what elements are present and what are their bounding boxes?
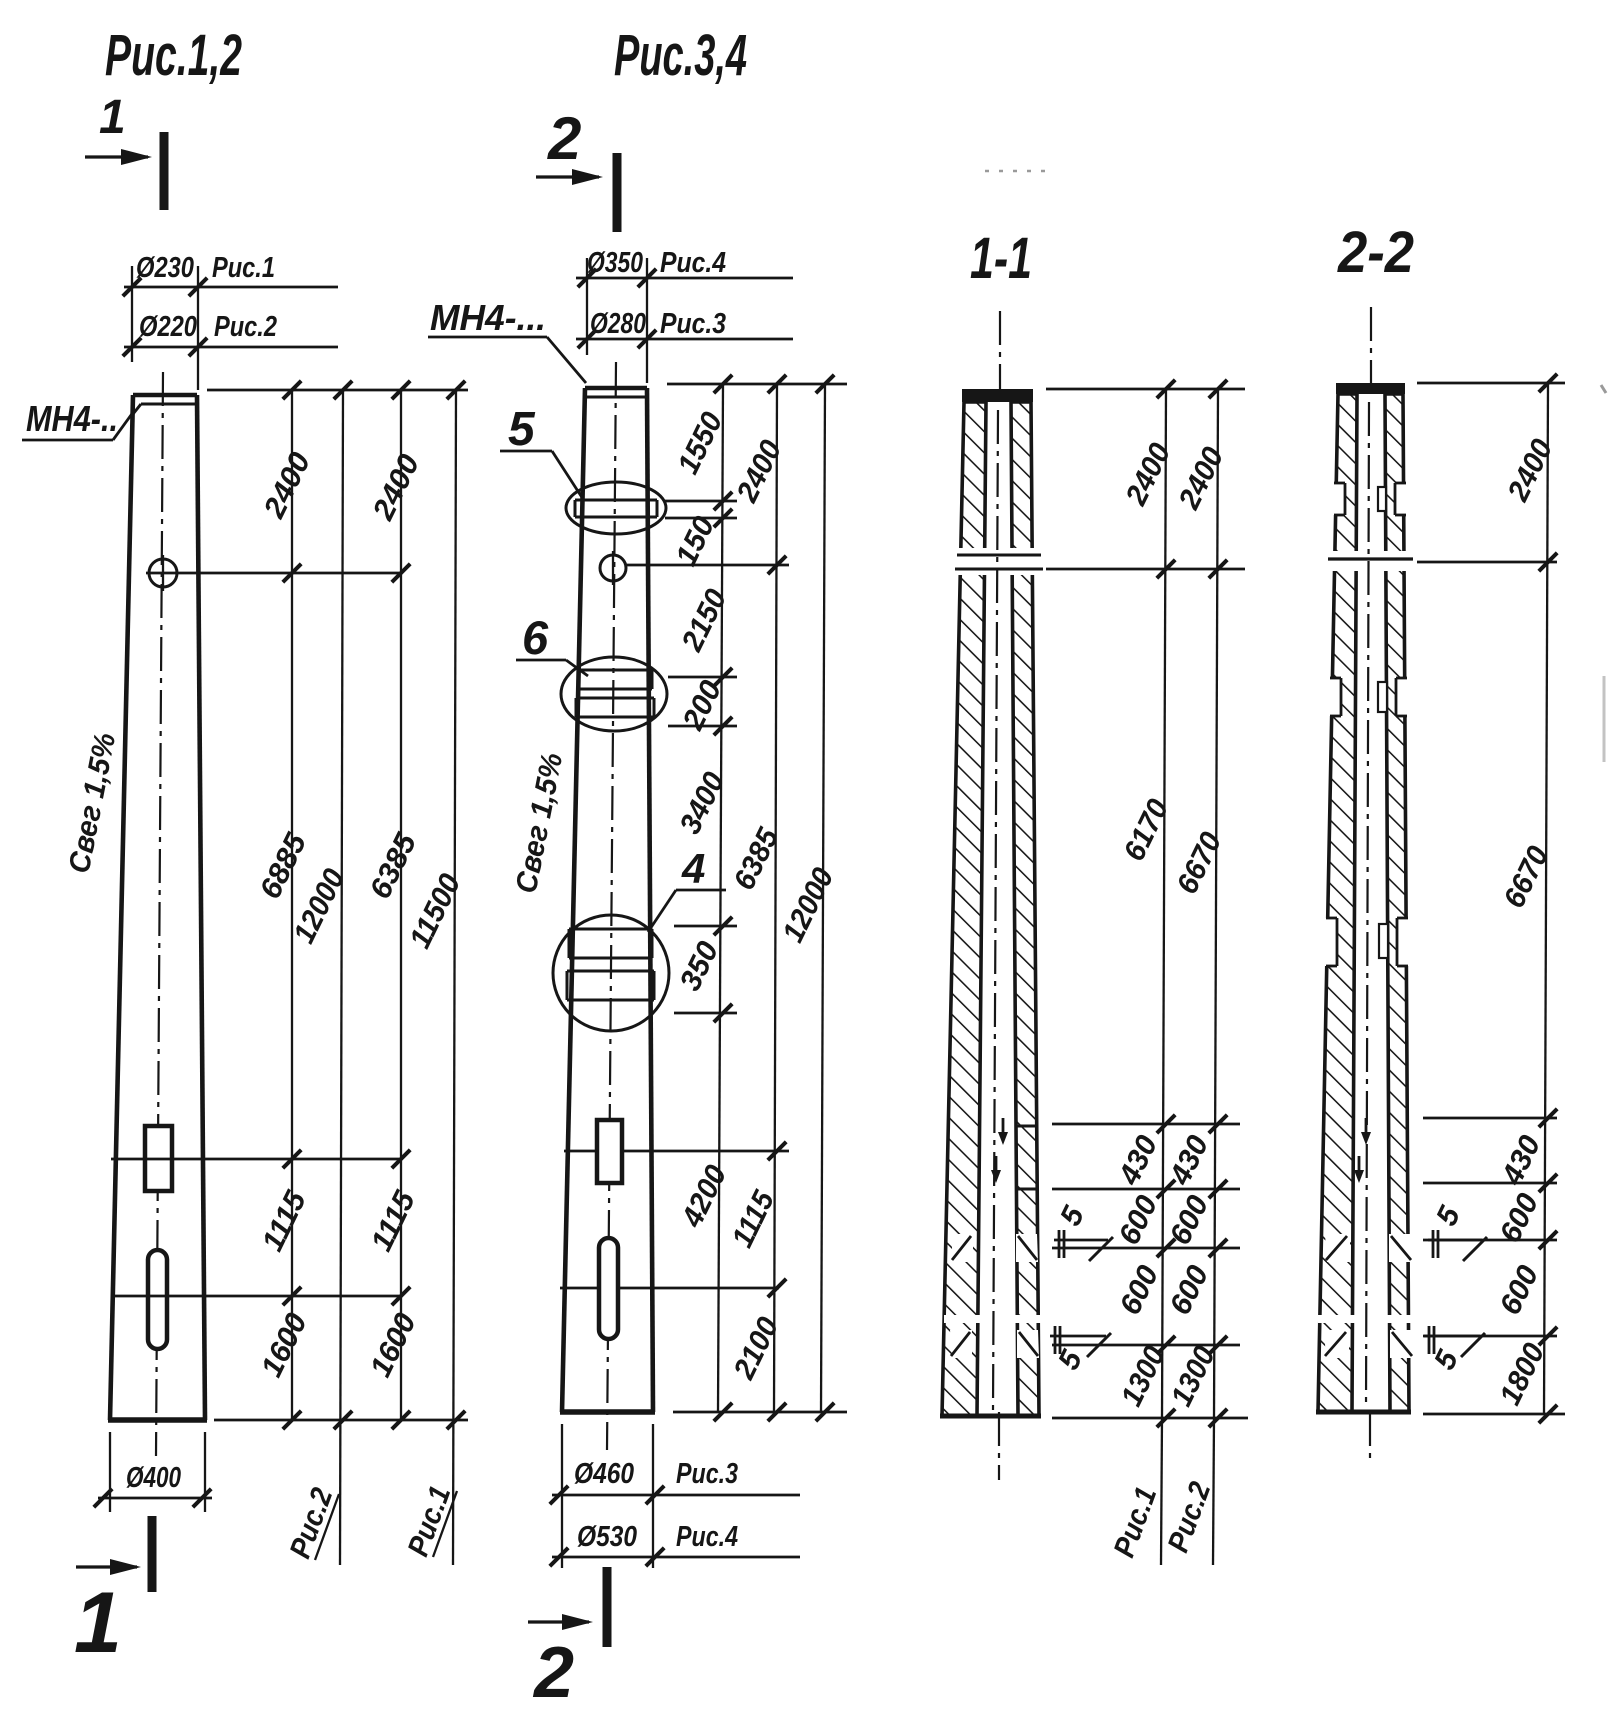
svg-text:Рис.1,2: Рис.1,2 [105,23,242,88]
svg-text:Рис.3,4: Рис.3,4 [614,23,747,88]
svg-text:Ø220: Ø220 [139,311,197,343]
svg-text:5: 5 [508,403,536,456]
svg-text:Рис.4: Рис.4 [676,1521,738,1553]
svg-text:МН4-...: МН4-... [430,297,546,338]
svg-text:1-1: 1-1 [970,226,1032,291]
svg-text:2: 2 [547,105,581,172]
svg-text:МН4-..: МН4-.. [26,398,118,439]
svg-text:Ø350: Ø350 [587,247,643,279]
svg-text:4: 4 [681,845,705,892]
svg-text:1: 1 [74,1575,122,1671]
svg-text:Ø530: Ø530 [577,1521,637,1553]
svg-text:Ø230: Ø230 [136,252,194,284]
svg-text:Рис.3: Рис.3 [676,1458,738,1490]
svg-text:Ø400: Ø400 [126,1462,181,1494]
svg-text:Рис.3: Рис.3 [660,308,726,340]
svg-text:Ø280: Ø280 [590,308,646,340]
svg-text:6: 6 [522,611,549,664]
svg-text:1: 1 [99,91,126,144]
svg-text:Рис.2: Рис.2 [214,311,277,343]
svg-text:Ø460: Ø460 [574,1458,634,1490]
svg-text:Рис.4: Рис.4 [660,247,726,279]
svg-text:2: 2 [532,1633,574,1713]
svg-text:2-2: 2-2 [1337,220,1414,285]
svg-text:Рис.1: Рис.1 [212,252,275,284]
